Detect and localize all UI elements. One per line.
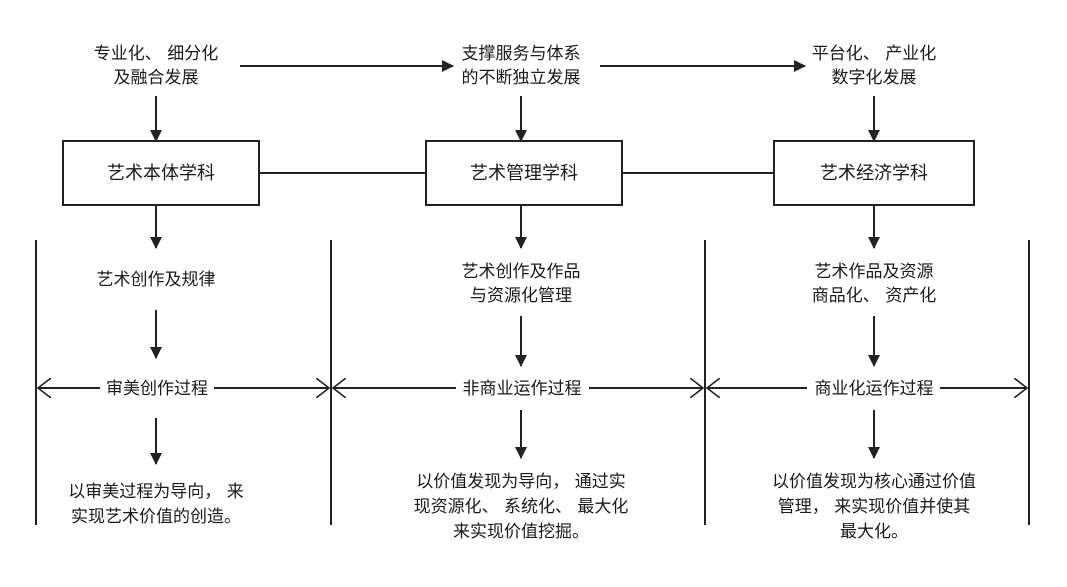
subject-text-1-line-1: 艺术创作及规律: [97, 270, 216, 290]
development-text-3-line-2: 数字化发展: [832, 68, 917, 88]
discipline-labels: 艺术本体学科 艺术管理学科 艺术经济学科: [107, 163, 928, 184]
outcome-text-3-line-2: 管理， 来实现价值并使其: [778, 496, 970, 517]
process-label-1: 审美创作过程: [106, 379, 208, 399]
subject-text-2-line-1: 艺术创作及作品: [462, 262, 581, 282]
process-labels: 审美创作过程 非商业运作过程 商业化运作过程: [106, 379, 934, 399]
development-text-1-line-1: 专业化、 细分化: [94, 44, 218, 64]
discipline-boxes: [62, 140, 975, 206]
outcome-text-2-line-1: 以价值发现为导向， 通过实: [416, 472, 625, 492]
subject-text-3-line-1: 艺术作品及资源: [815, 262, 934, 282]
subject-text-2-line-2: 与资源化管理: [470, 286, 572, 306]
discipline-box-3: [773, 140, 975, 206]
outcome-texts: 以审美过程为导向， 来 实现艺术价值的创造。 以价值发现为导向， 通过实 现资源…: [68, 472, 976, 542]
process-label-3: 商业化运作过程: [815, 379, 934, 399]
outcome-text-1-line-2: 实现艺术价值的创造。: [71, 507, 241, 527]
outcome-text-2-line-3: 来实现价值挖掘。: [453, 522, 589, 542]
vertical-arrows: [150, 96, 880, 465]
column-dividers: [35, 240, 1030, 525]
discipline-label-3: 艺术经济学科: [820, 163, 928, 184]
outcome-text-1-line-1: 以审美过程为导向， 来: [68, 482, 243, 502]
subject-text-3-line-2: 商品化、 资产化: [812, 286, 936, 306]
development-texts: 专业化、 细分化 及融合发展 支撑服务与体系 的不断独立发展 平台化、 产业化 …: [94, 44, 936, 88]
outcome-text-2-line-2: 现资源化、 系统化、 最大化: [414, 497, 629, 517]
discipline-label-1: 艺术本体学科: [107, 163, 215, 184]
process-label-2: 非商业运作过程: [463, 379, 582, 399]
development-text-3-line-1: 平台化、 产业化: [812, 44, 936, 64]
development-text-1-line-2: 及融合发展: [114, 68, 199, 88]
discipline-box-2: [425, 140, 623, 206]
outcome-text-3-line-3: 最大化。: [840, 522, 908, 542]
outcome-text-3-line-1: 以价值发现为核心通过价值: [772, 472, 976, 492]
subject-texts: 艺术创作及规律 艺术创作及作品 与资源化管理 艺术作品及资源 商品化、 资产化: [97, 262, 937, 306]
discipline-box-1: [62, 140, 260, 206]
discipline-label-2: 艺术管理学科: [470, 163, 578, 184]
development-text-2-line-2: 的不断独立发展: [462, 68, 581, 88]
development-text-2-line-1: 支撑服务与体系: [462, 44, 581, 64]
